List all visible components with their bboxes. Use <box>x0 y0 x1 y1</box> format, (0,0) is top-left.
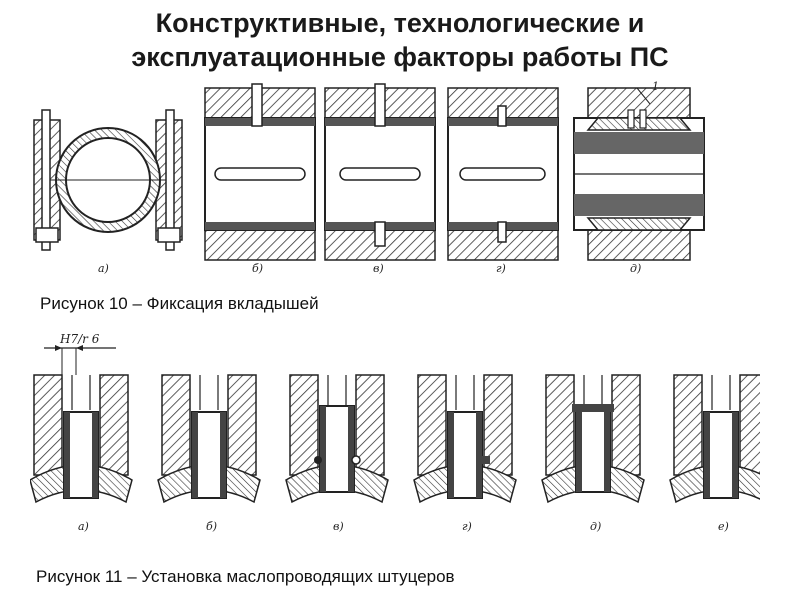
figure-11-label-v: в) <box>333 520 344 533</box>
figure-10-callout-1: 1 <box>652 80 659 93</box>
figure-10-v-drawing <box>324 83 436 261</box>
figure-11-label-e: е) <box>718 520 729 533</box>
fit-dimension-line <box>44 345 116 375</box>
page-title: Конструктивные, технологические и эксплу… <box>0 6 800 74</box>
figure-11: H7/r 6 а) б) в) г) д) е) <box>30 330 760 545</box>
fitting-v-drawing <box>285 374 389 504</box>
fitting-g-drawing <box>413 374 517 504</box>
fit-tolerance-label: H7/r 6 <box>60 332 100 346</box>
fittings-group <box>30 374 760 504</box>
figure-10-drawing <box>33 83 705 261</box>
fitting-e-drawing <box>669 374 760 504</box>
figure-10: а) б) в) г) д) 1 <box>30 80 710 280</box>
figure-10-label-a: а) <box>98 262 109 275</box>
fitting-a-drawing <box>30 374 133 504</box>
fitting-d-drawing <box>541 374 645 504</box>
figure-11-label-a: а) <box>78 520 89 533</box>
title-line-2: эксплуатационные факторы работы ПС <box>131 42 669 72</box>
figure-10-g-drawing <box>447 87 559 261</box>
figure-10-a-drawing <box>33 109 183 251</box>
figure-10-label-d: д) <box>630 262 642 275</box>
figure-11-label-g: г) <box>462 520 472 533</box>
figure-10-label-v: в) <box>373 262 384 275</box>
figure-11-label-d: д) <box>590 520 602 533</box>
figure-10-caption: Рисунок 10 – Фиксация вкладышей <box>40 294 319 313</box>
figure-11-label-b: б) <box>206 520 218 533</box>
title-line-1: Конструктивные, технологические и <box>155 8 645 38</box>
figure-10-d-drawing <box>573 87 705 261</box>
figure-10-label-g: г) <box>496 262 506 275</box>
figure-10-b-drawing <box>204 83 316 261</box>
fitting-b-drawing <box>157 374 261 504</box>
figure-11-caption: Рисунок 11 – Установка маслопроводящих ш… <box>36 567 455 586</box>
figure-10-label-b: б) <box>252 262 264 275</box>
figure-11-drawing <box>30 345 760 504</box>
